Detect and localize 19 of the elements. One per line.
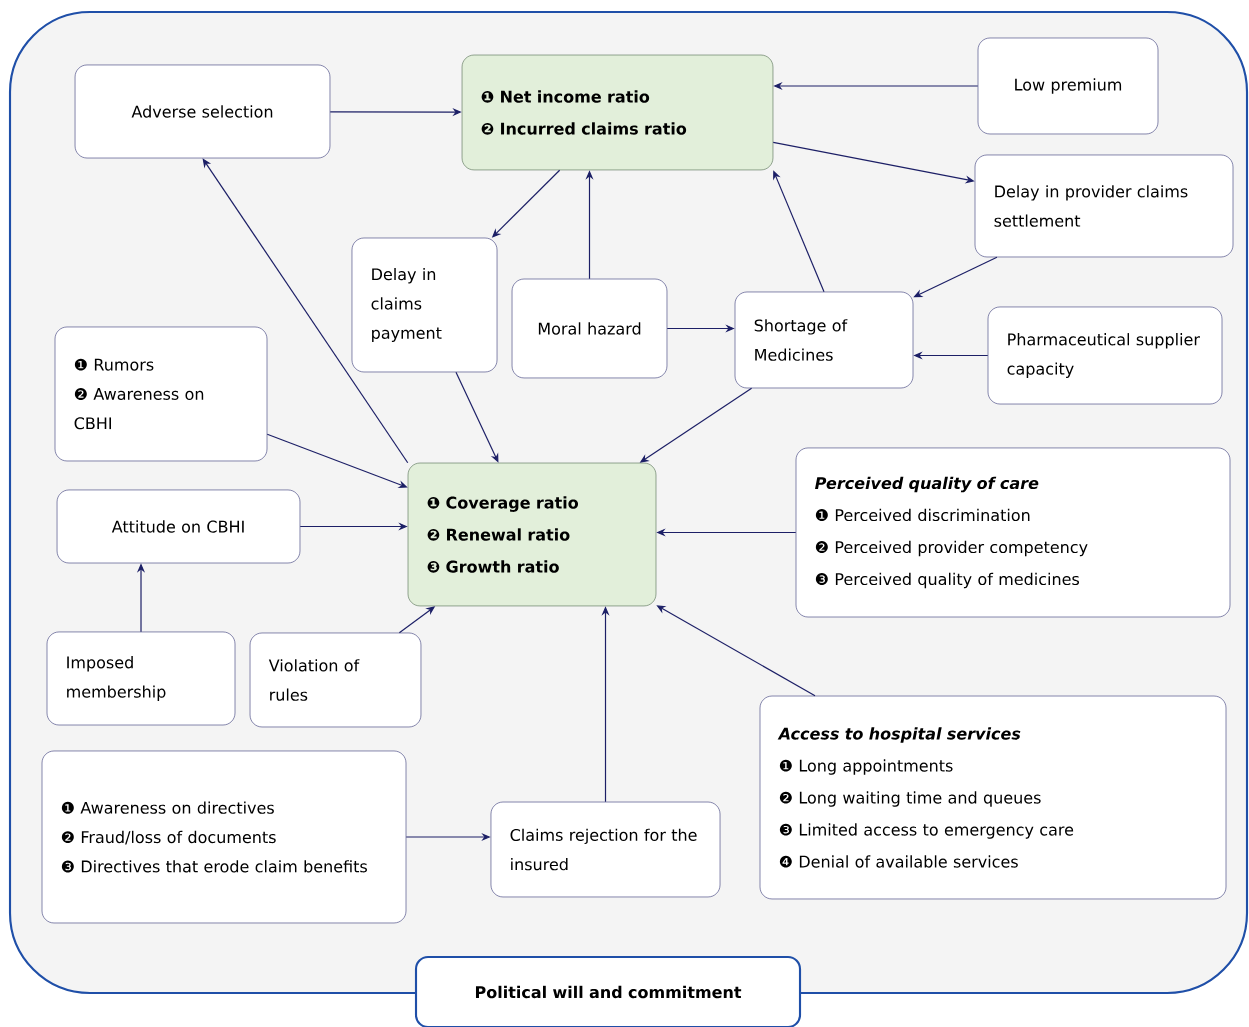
outcome-box: ❶ Coverage ratio ❷ Renewal ratio ❸ Growth ratio <box>407 462 657 607</box>
banner-box: Political will and commitment <box>414 955 802 1027</box>
process-box: Low premium <box>977 37 1159 135</box>
process-box: Moral hazard <box>511 278 668 379</box>
process-box: Delay in provider claims settlement <box>974 154 1234 258</box>
process-box: ❶ Awareness on directives ❷ Fraud/loss of documents ❸ Directives that erode claim benefits <box>41 750 407 924</box>
process-box: Claims rejection for the insured <box>490 801 721 898</box>
process-box: Attitude on CBHI <box>56 489 301 564</box>
process-box: Adverse selection <box>74 64 331 159</box>
process-box: Pharmaceutical supplier capacity <box>987 306 1223 405</box>
arrow <box>202 158 409 464</box>
outcome-box: ❶ Net income ratio ❷ Incurred claims ratio <box>461 54 774 171</box>
process-box: ❶ Rumors ❷ Awareness on CBHI <box>54 326 268 462</box>
process-box: Violation of rules <box>249 632 422 728</box>
factor-list-box: Perceived quality of care ❶ Perceived discrimination ❷ Perceived provider competency ❸ Perceived quality of medicines <box>795 447 1231 618</box>
process-box: Imposed membership <box>46 631 236 726</box>
process-box: Delay in claims payment <box>351 237 498 373</box>
factor-list-box: Access to hospital services ❶ Long appointments ❷ Long waiting time and queues ❸ Limited access to emergency care ❹ Denial of available services <box>759 695 1227 900</box>
process-box: Shortage of Medicines <box>734 291 914 389</box>
